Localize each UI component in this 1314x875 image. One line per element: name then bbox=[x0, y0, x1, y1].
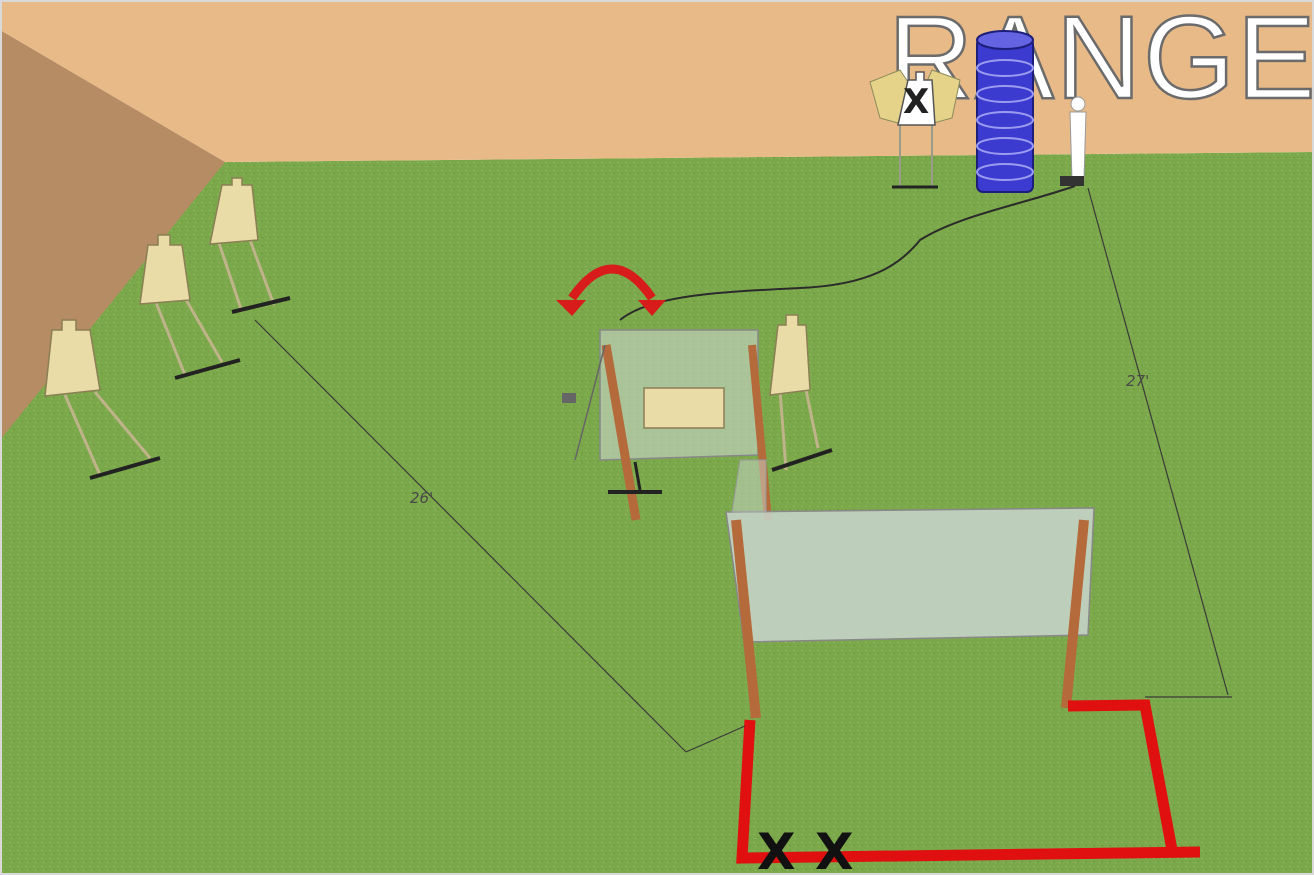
dimension-line-right bbox=[1087, 187, 1232, 698]
start-position-x-2: X bbox=[815, 823, 854, 875]
shooting-box-fault-lines bbox=[736, 699, 1201, 864]
range-sign-text: RANGE bbox=[888, 0, 1314, 124]
activator-figure bbox=[1060, 96, 1087, 186]
dimension-line-left bbox=[254, 319, 746, 753]
middle-right-target bbox=[769, 314, 833, 472]
swing-rotation-arrow-icon bbox=[556, 264, 666, 316]
left-target-2 bbox=[139, 234, 241, 380]
dimension-label-right: 27' bbox=[1126, 372, 1149, 390]
left-target-1 bbox=[44, 319, 161, 480]
activation-cable bbox=[619, 185, 1076, 321]
swinger-frame bbox=[562, 329, 772, 521]
left-target-3 bbox=[209, 177, 291, 314]
no-shoot-target: X bbox=[897, 71, 936, 126]
steel-popper-icon bbox=[562, 393, 576, 403]
barrel-stack bbox=[976, 30, 1034, 193]
front-wall bbox=[725, 459, 1095, 719]
start-position-x-1: X bbox=[757, 823, 796, 875]
no-shoot-x-mark: X bbox=[903, 82, 929, 122]
dimension-label-left: 26' bbox=[410, 489, 433, 507]
grass-ground bbox=[0, 152, 1314, 875]
